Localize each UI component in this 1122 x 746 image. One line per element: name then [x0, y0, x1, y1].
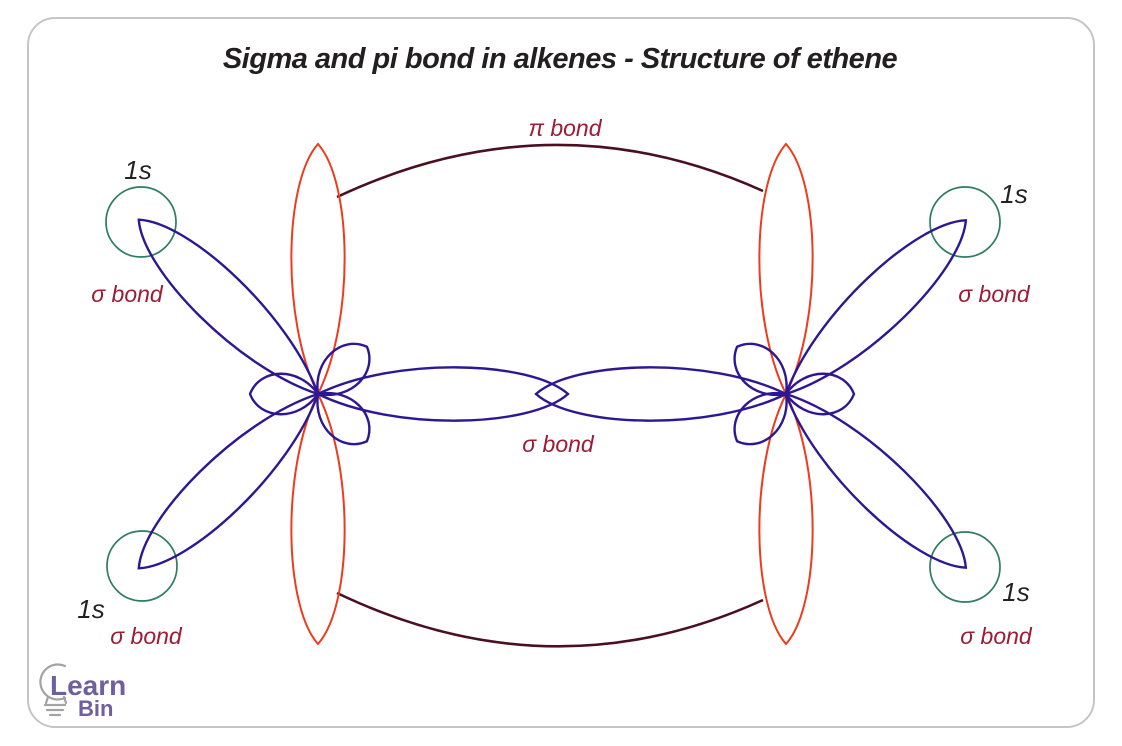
pi-bond-label: π bond	[529, 115, 603, 141]
logo-text-learn: Learn	[50, 670, 126, 701]
pi-bond-curve-top	[336, 143, 764, 199]
left-sp2-minor-lobe-upper-right	[316, 342, 371, 397]
left-p-orbital-lower-lobe	[290, 391, 346, 646]
sigma-bond-label-bottom-left: σ bond	[110, 623, 183, 649]
learnbin-logo: Learn Bin	[39, 663, 126, 721]
1s-circle-top-right	[929, 186, 1001, 258]
right-sp2-lobe-upper-right	[784, 219, 968, 396]
carbon-right-sp2-orbitals	[534, 219, 968, 569]
right-sp2-lobe-lower-right	[784, 392, 968, 569]
1s-label-bottom-right: 1s	[1002, 577, 1029, 607]
right-sp2-minor-lobe-right	[784, 372, 856, 416]
left-sp2-lobe-lower-left	[137, 392, 320, 570]
left-sp2-minor-lobe-lower-right	[316, 391, 371, 446]
right-sp2-minor-lobe-lower-left	[733, 391, 788, 446]
pi-bond-curve-bottom	[336, 591, 764, 648]
1s-circle-top-left	[105, 186, 177, 258]
hydrogen-1s-orbitals	[105, 186, 1001, 603]
right-p-orbital-upper-lobe	[758, 142, 814, 397]
sigma-bond-label-center: σ bond	[522, 431, 595, 457]
lightbulb-icon	[39, 663, 68, 717]
1s-circle-bottom-right	[929, 531, 1001, 603]
carbon-left-sp2-orbitals	[137, 218, 570, 570]
1s-label-bottom-left: 1s	[77, 594, 104, 624]
left-sp2-lobe-right	[315, 366, 570, 422]
right-sp2-minor-lobe-upper-left	[733, 342, 788, 397]
pi-bond-overlap	[336, 143, 764, 648]
right-sp2-lobe-left	[534, 366, 789, 422]
left-sp2-lobe-upper-left	[137, 218, 320, 396]
1s-label-top-left: 1s	[124, 155, 151, 185]
sigma-bond-label-bottom-right: σ bond	[960, 623, 1033, 649]
sigma-bond-label-top-right: σ bond	[958, 281, 1031, 307]
logo-text-bin: Bin	[78, 696, 113, 721]
p-orbitals	[290, 142, 814, 646]
left-p-orbital-upper-lobe	[290, 142, 346, 397]
figure-title: Sigma and pi bond in alkenes - Structure…	[223, 43, 898, 75]
1s-circle-bottom-left	[106, 530, 178, 602]
left-sp2-minor-lobe-left	[248, 372, 320, 416]
figure-border	[27, 17, 1095, 728]
sigma-bond-label-top-left: σ bond	[91, 281, 164, 307]
1s-label-top-right: 1s	[1000, 179, 1027, 209]
right-p-orbital-lower-lobe	[758, 391, 814, 646]
